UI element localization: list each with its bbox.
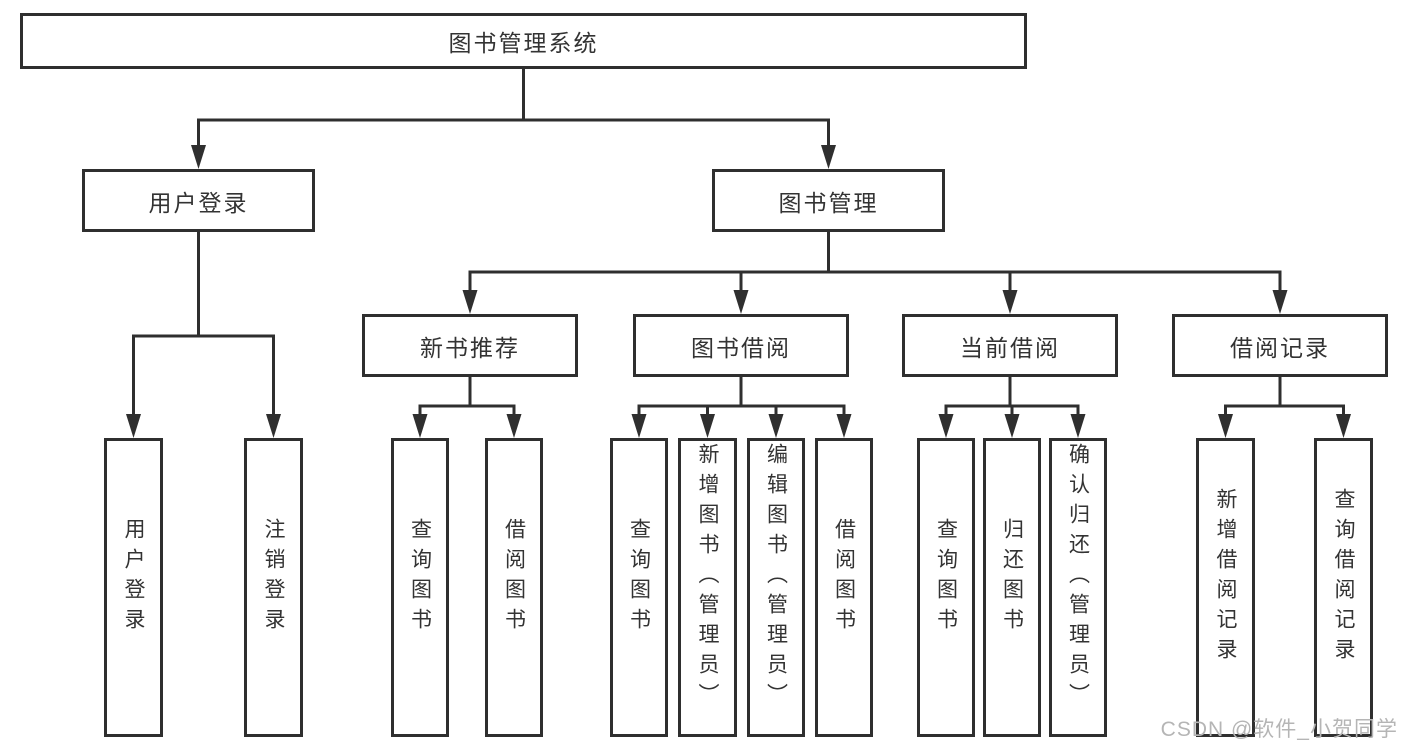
leaf-logout: 注销登录 bbox=[244, 438, 303, 737]
leaf-label: 新增借阅记录 bbox=[1214, 487, 1237, 668]
leaf-edit-books-admin: 编辑图书（管理员） bbox=[747, 438, 805, 737]
leaf-label: 编辑图书（管理员） bbox=[764, 442, 788, 713]
leaf-label: 查询图书 bbox=[627, 517, 651, 638]
leaf-confirm-return-admin: 确认归还（管理员） bbox=[1049, 438, 1107, 737]
node-new-book-recommend: 新书推荐 bbox=[362, 314, 578, 377]
leaf-return-books: 归还图书 bbox=[983, 438, 1041, 737]
leaf-add-borrow-record: 新增借阅记录 bbox=[1196, 438, 1255, 737]
leaf-label: 查询图书 bbox=[934, 517, 958, 638]
arrowhead-icons bbox=[126, 145, 1351, 438]
leaf-label: 用户登录 bbox=[122, 517, 145, 638]
leaf-query-books-current: 查询图书 bbox=[917, 438, 975, 737]
csdn-watermark: CSDN @软件_小贺同学 bbox=[1160, 718, 1398, 741]
node-root-system: 图书管理系统 bbox=[20, 13, 1027, 69]
leaf-query-books-borrow: 查询图书 bbox=[610, 438, 668, 737]
leaf-query-borrow-record: 查询借阅记录 bbox=[1314, 438, 1373, 737]
leaf-query-books-recommend: 查询图书 bbox=[391, 438, 449, 737]
leaf-label: 确认归还（管理员） bbox=[1066, 442, 1090, 713]
leaf-label: 归还图书 bbox=[1000, 517, 1024, 638]
leaf-label: 查询借阅记录 bbox=[1332, 487, 1355, 668]
leaf-add-books-admin: 新增图书（管理员） bbox=[678, 438, 737, 737]
leaf-label: 查询图书 bbox=[408, 517, 432, 638]
leaf-label: 新增图书（管理员） bbox=[696, 442, 719, 713]
leaf-user-login: 用户登录 bbox=[104, 438, 163, 737]
node-book-management: 图书管理 bbox=[712, 169, 945, 232]
leaf-label: 借阅图书 bbox=[832, 517, 856, 638]
node-user-login: 用户登录 bbox=[82, 169, 315, 232]
leaf-label: 注销登录 bbox=[262, 517, 285, 638]
node-current-borrow: 当前借阅 bbox=[902, 314, 1118, 377]
leaf-label: 借阅图书 bbox=[502, 517, 526, 638]
node-book-borrow: 图书借阅 bbox=[633, 314, 849, 377]
leaf-borrow-books: 借阅图书 bbox=[815, 438, 873, 737]
leaf-borrow-books-recommend: 借阅图书 bbox=[485, 438, 543, 737]
node-borrow-record: 借阅记录 bbox=[1172, 314, 1388, 377]
